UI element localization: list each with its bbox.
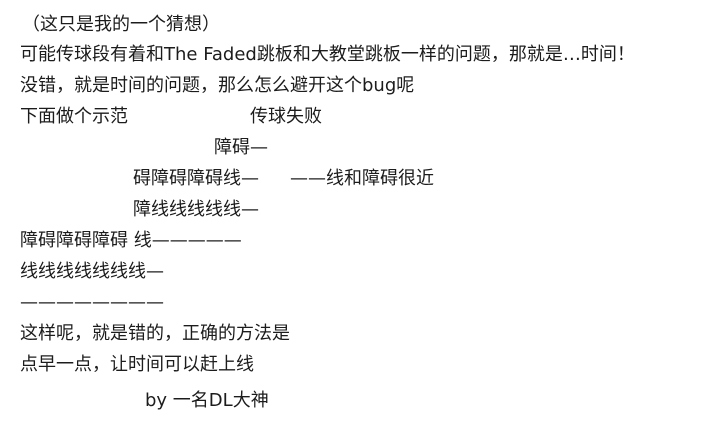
text-line-diagram-note: ——线和障碍很近 <box>290 168 434 189</box>
text-line-conclusion: 这样呢，就是错的，正确的方法是 <box>20 323 290 344</box>
text-line-question: 没错，就是时间的问题，那么怎么避开这个bug呢 <box>20 75 415 96</box>
text-line-guess-note: （这只是我的一个猜想） <box>22 14 220 35</box>
text-line-failure-label: 传球失败 <box>250 106 322 127</box>
text-line-diagram-row-4: 障碍障碍障碍 线————— <box>20 230 242 251</box>
text-line-problem: 可能传球段有着和The Faded跳板和大教堂跳板一样的问题，那就是…时间！ <box>20 44 635 65</box>
text-line-diagram-row-3: 障线线线线线— <box>133 199 259 220</box>
text-line-diagram-row-5: 线线线线线线线— <box>20 261 164 282</box>
text-line-signature: by 一名DL大神 <box>145 390 269 411</box>
text-line-diagram-row-1: 障碍— <box>214 137 268 158</box>
text-line-diagram-row-6: ———————— <box>20 292 164 313</box>
text-line-solution: 点早一点，让时间可以赶上线 <box>20 354 254 375</box>
text-line-demo-heading: 下面做个示范 <box>20 106 128 127</box>
text-line-diagram-row-2: 碍障碍障碍线— <box>133 168 259 189</box>
